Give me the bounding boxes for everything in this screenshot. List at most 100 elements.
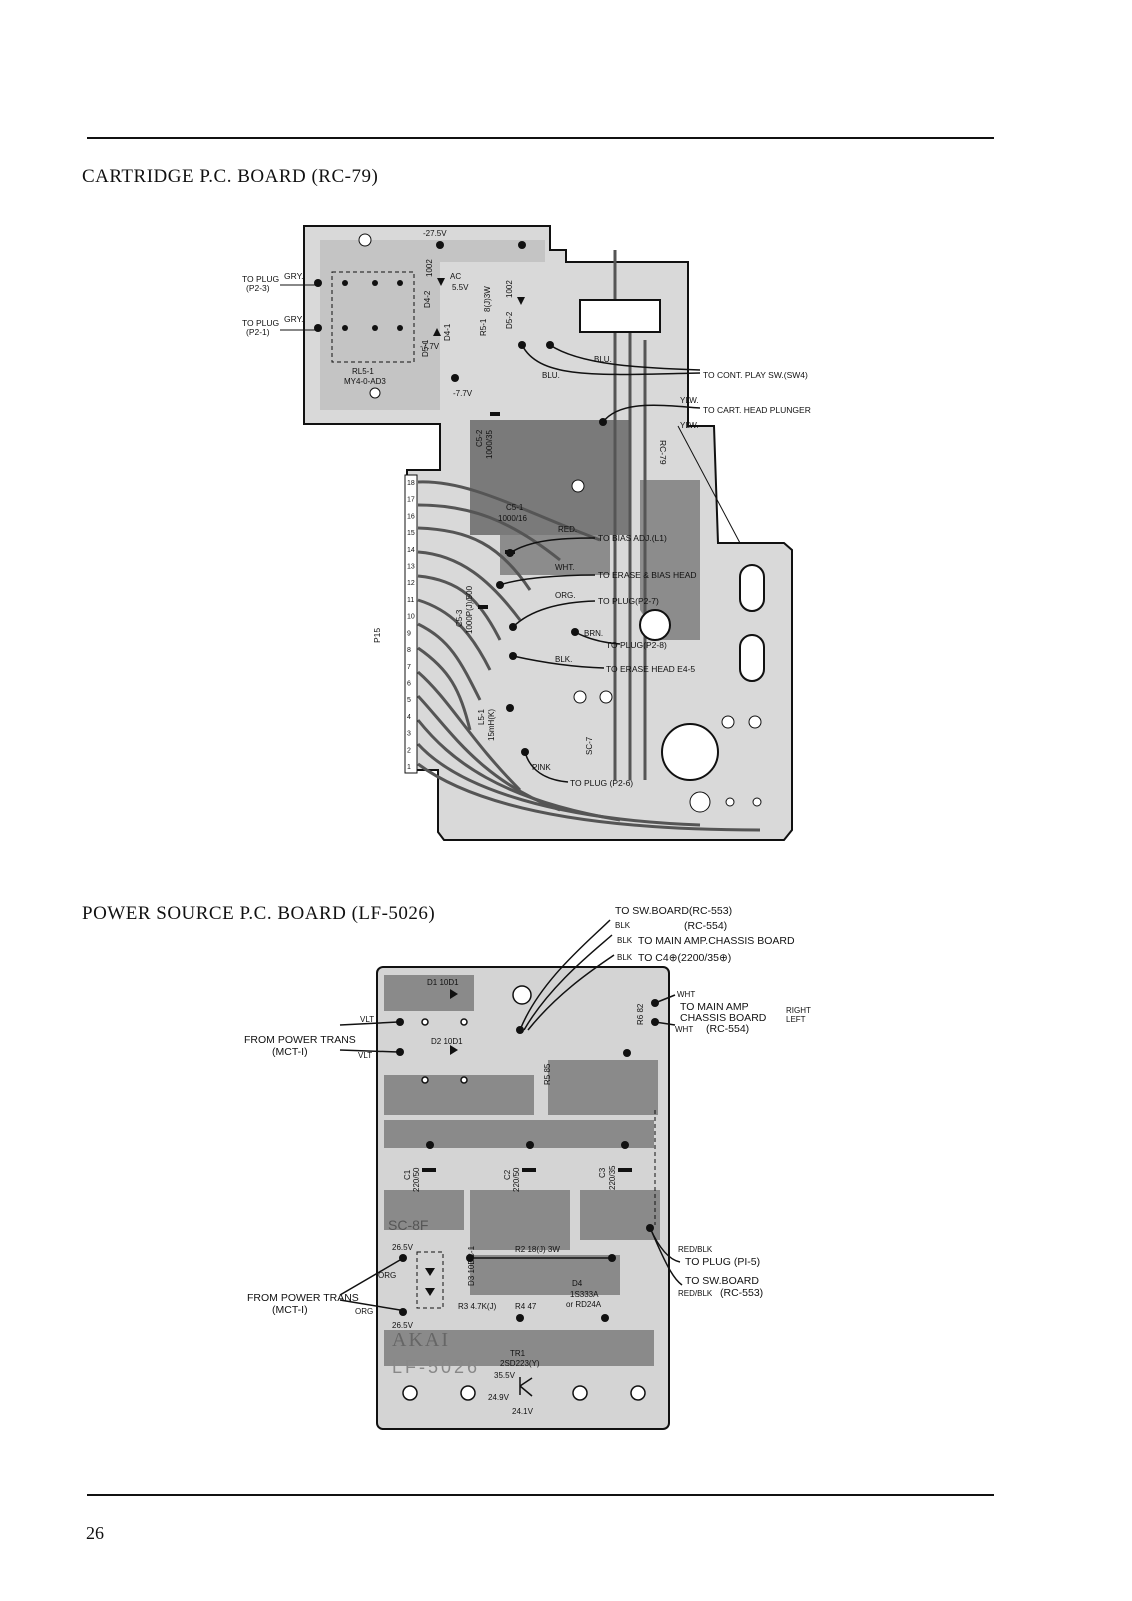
label-red-blk-2: RED/BLK: [678, 1289, 713, 1298]
top-rule: [87, 137, 994, 139]
part-c1: C1: [403, 1169, 412, 1180]
connector-pin-label: 9: [407, 630, 411, 637]
dest-cart-head: TO CART. HEAD PLUNGER: [703, 405, 811, 415]
part-d2: D2 10D1: [431, 1037, 463, 1046]
stamp-label: SC-7: [585, 736, 594, 755]
voltage-label: -27.5V: [423, 229, 447, 238]
power-solder-points: [396, 999, 659, 1322]
label-mct1-b: (MCT-I): [272, 1304, 308, 1316]
label-blk-2: BLK: [617, 936, 633, 945]
dest-erase-bias: TO ERASE & BIAS HEAD: [598, 570, 697, 580]
label-main-chassis: TO MAIN AMP.CHASSIS BOARD: [638, 935, 795, 947]
wire-label-ylw: YLW.: [680, 396, 699, 405]
connector-pin-label: 14: [407, 547, 415, 554]
left-label-p2-3: (P2-3): [246, 283, 270, 293]
label-wht-2: WHT: [675, 1025, 693, 1034]
connector-label-p15: P15: [372, 628, 382, 643]
capacitor-c5-2: [490, 412, 500, 416]
voltage-label: -7.7V: [453, 389, 473, 398]
stamp-sc-8f: SC-8F: [388, 1217, 428, 1233]
wire-label-blu: BLU.: [594, 355, 612, 364]
part-label: C5-3: [455, 609, 464, 627]
part-label: L5-1: [477, 708, 486, 725]
mount-hole: [725, 797, 735, 807]
part-label: 1000/35: [485, 430, 494, 459]
cartridge-board-heading: CARTRIDGE P.C. BOARD (RC-79): [82, 166, 379, 187]
power-board-heading: POWER SOURCE P.C. BOARD (LF-5026): [82, 903, 436, 924]
part-label: D4-1: [443, 323, 452, 341]
voltage-24-1v: 24.1V: [512, 1407, 534, 1416]
connector-pin-label: 13: [407, 564, 415, 571]
label-mct1-a: (MCT-I): [272, 1046, 308, 1058]
connector-pin-label: 12: [407, 580, 415, 587]
capacitor-c5-3: [478, 605, 488, 609]
model-lf-5026: LF-5026: [392, 1357, 480, 1377]
dest-plug-p2-7: TO PLUG(P2-7): [598, 596, 659, 606]
part-d1: D1 10D1: [427, 978, 459, 987]
mount-hole: [639, 609, 671, 641]
wires: [499, 344, 701, 783]
left-label-p2-1: (P2-1): [246, 327, 270, 337]
part-label: 1000/16: [498, 514, 527, 523]
part-c2: C2: [503, 1169, 512, 1180]
label-to-sw-board: TO SW.BOARD: [685, 1275, 759, 1287]
relay-outline-d3: [416, 1251, 444, 1309]
part-label: 1002: [505, 280, 514, 298]
wire-label-pink: PINK: [532, 763, 551, 772]
connector-pin-label: 17: [407, 497, 415, 504]
part-label: 1002: [425, 259, 434, 277]
transistor-tr1: [519, 1377, 533, 1397]
part-label: D4-2: [423, 290, 432, 308]
part-c3-val: 220/35: [608, 1165, 617, 1190]
power-copper: [384, 975, 660, 1366]
part-label: 15mH(K): [487, 709, 496, 741]
copper-ground-plane: [470, 420, 630, 535]
label-blk-1: BLK: [615, 921, 631, 930]
wire-label-org: ORG.: [555, 591, 575, 600]
slot-cutout: [579, 299, 661, 333]
voltage-label: 5.5V: [452, 283, 469, 292]
connector-traces: [416, 480, 761, 832]
label-rc553: (RC-553): [720, 1287, 763, 1299]
part-c2-val: 220/50: [512, 1167, 521, 1192]
diode-symbols: [433, 278, 525, 336]
mount-hole: [369, 387, 381, 399]
dest-plug-p2-8: TO PLUG(P2-8): [606, 640, 667, 650]
part-26-5v-a: 26.5V: [392, 1243, 414, 1252]
connector-pin-label: 10: [407, 614, 415, 621]
relay-rl5-1: [331, 271, 415, 363]
mount-hole: [571, 479, 585, 493]
part-c3: C3: [598, 1167, 607, 1178]
part-26-5v-b: 26.5V: [392, 1321, 414, 1330]
part-label: R5-1: [479, 318, 488, 336]
connector-pin-label: 18: [407, 480, 415, 487]
mount-hole: [661, 723, 719, 781]
label-from-trans-1: FROM POWER TRANS: [244, 1034, 356, 1046]
label-chassis-board: CHASSIS BOARD: [680, 1012, 767, 1024]
connector-pin-label: 15: [407, 530, 415, 537]
connector-pin-label: 16: [407, 513, 415, 520]
label-right: RIGHT: [786, 1006, 811, 1015]
part-label: C5-1: [506, 503, 524, 512]
label-from-trans-2: FROM POWER TRANS: [247, 1292, 359, 1304]
connector-pin-label: 8: [407, 647, 411, 654]
slot-cutout: [739, 564, 765, 612]
left-label-to-plug-1: TO PLUG: [242, 274, 279, 284]
label-to-c4: TO C4⊕(2200/35⊕): [638, 952, 731, 964]
part-label: C5-2: [475, 429, 484, 447]
label-vlt-2: VLT: [358, 1051, 372, 1060]
slot-cutout: [739, 634, 765, 682]
part-r2: R2 18(J) 3W: [515, 1245, 560, 1254]
mount-hole: [752, 797, 762, 807]
copper-ground-plane-2: [640, 480, 700, 640]
label-main-amp: TO MAIN AMP: [680, 1001, 749, 1013]
voltage-35-5v: 35.5V: [494, 1371, 516, 1380]
left-label-to-plug-2: TO PLUG: [242, 318, 279, 328]
wire-label-red: RED.: [558, 525, 577, 534]
connector-pin-label: 6: [407, 680, 411, 687]
voltage-label: AC: [450, 272, 461, 281]
voltage-24-9v: 24.9V: [488, 1393, 510, 1402]
part-label: MY4-0-AD3: [344, 377, 386, 386]
